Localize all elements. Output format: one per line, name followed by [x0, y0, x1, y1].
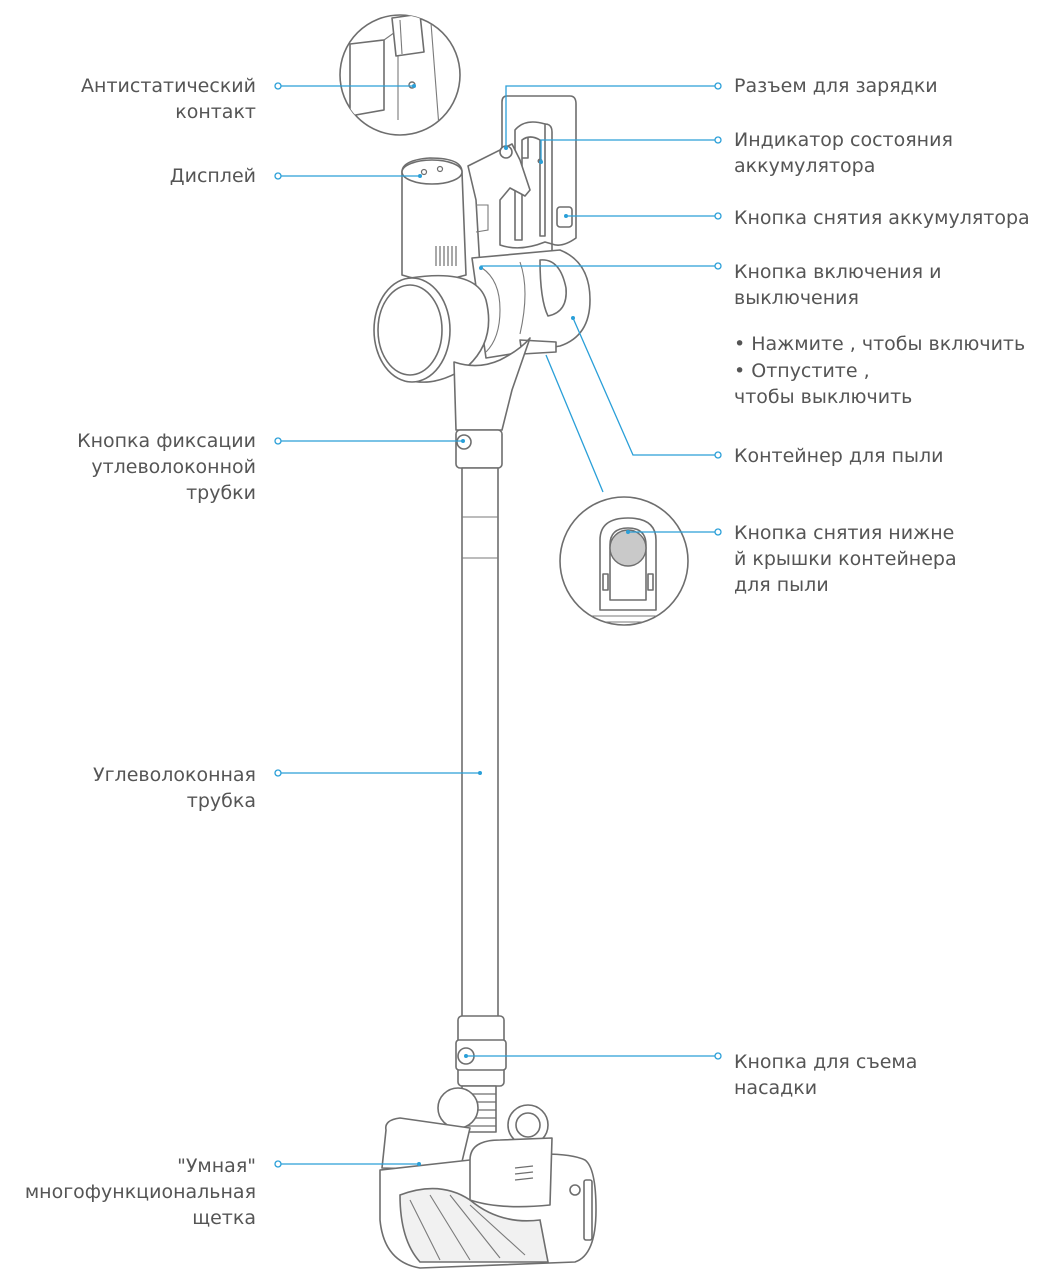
- label-tube-lock-button: Кнопка фиксации утлеволоконной трубки: [77, 430, 256, 504]
- carbon-tube: [453, 337, 531, 1087]
- callout-lines-right: [464, 82, 722, 1060]
- display-head: [401, 157, 467, 281]
- label-attachment-release: Кнопка для съема насадки: [734, 1051, 918, 1099]
- callout-lines-left: [274, 82, 482, 1168]
- dust-container: [373, 249, 591, 383]
- label-power-hint-release: • Отпустите , чтобы выключить: [734, 360, 913, 408]
- bottom-cover-detail-circle: [559, 496, 689, 626]
- antistatic-detail-circle: [339, 14, 461, 136]
- label-battery-indicator: Индикатор состояния аккумулятора: [734, 129, 953, 177]
- label-smart-brush: "Умная" многофункциональная щетка: [24, 1155, 256, 1229]
- label-carbon-tube: Углеволоконная трубка: [92, 764, 256, 812]
- label-bottom-cover-release: Кнопка снятия нижне й крышки контейнера …: [734, 522, 957, 596]
- label-battery-release-button: Кнопка снятия аккумулятора: [734, 207, 1030, 229]
- label-antistatic-contact: Антистатический контакт: [81, 75, 256, 123]
- detail-connector-line: [545, 354, 604, 493]
- label-power-hint-press: • Нажмите , чтобы включить: [734, 333, 1026, 355]
- smart-brush-head: [379, 1085, 597, 1269]
- label-power-button: Кнопка включения и выключения: [734, 261, 942, 309]
- label-display: Дисплей: [169, 165, 256, 187]
- label-dust-container: Контейнер для пыли: [734, 445, 944, 467]
- label-charging-port: Разъем для зарядки: [734, 75, 938, 97]
